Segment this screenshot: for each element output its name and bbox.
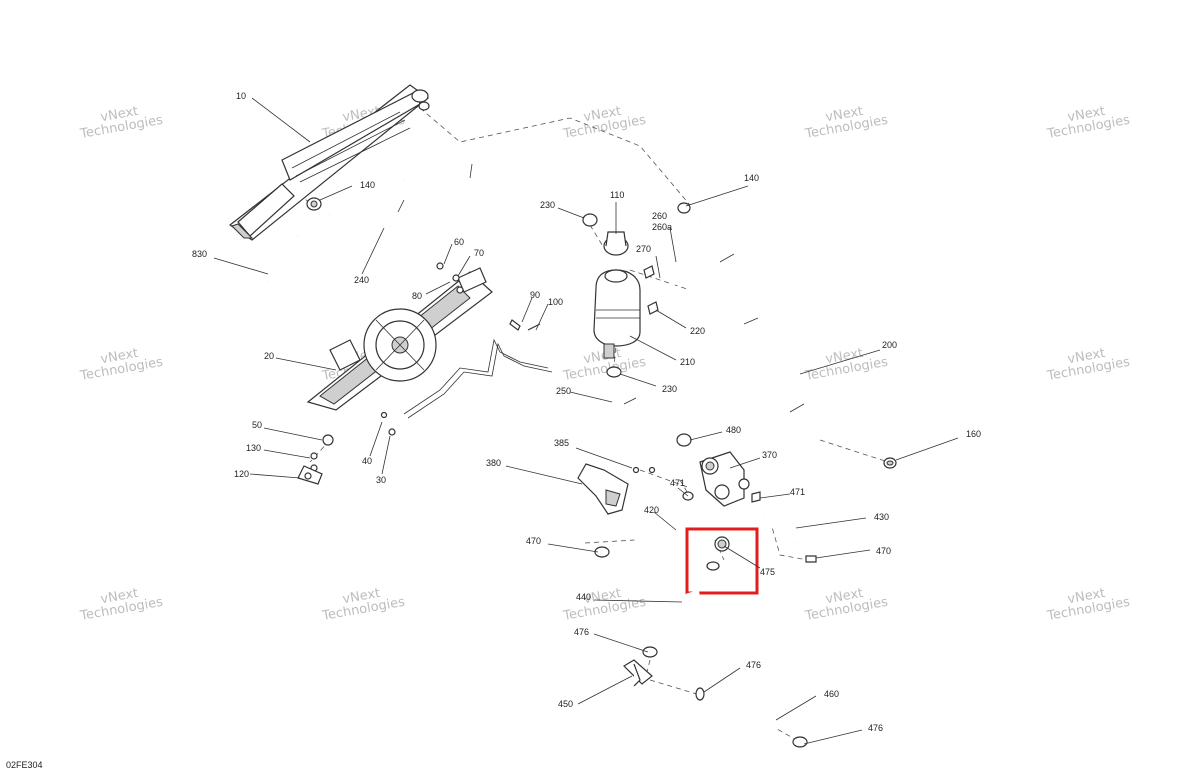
strap-260 [667,263,693,310]
clamp-160 [883,457,897,469]
callout-10: 10 [236,91,246,101]
watermark-text: vNext [1066,346,1106,367]
watermark-text: vNext [582,586,622,607]
callout-370: 370 [762,450,777,460]
callout-440: 440 [576,592,591,602]
callout-80: 80 [412,291,422,301]
callout-230-lower: 230 [662,384,677,394]
thermostat-housing [682,451,761,507]
callout-430: 430 [874,512,889,522]
watermark-text: vNext [824,346,864,367]
bracket-120 [297,465,323,485]
callout-460: 460 [824,689,839,699]
callout-450: 450 [558,699,573,709]
callout-240: 240 [354,275,369,285]
callout-830: 830 [192,249,207,259]
hose-200 [693,219,821,445]
callout-90: 90 [530,290,540,300]
callout-50: 50 [252,420,262,430]
watermark-text: vNext [582,104,622,125]
callout-476-low: 476 [868,723,883,733]
callout-40: 40 [362,456,372,466]
hose-430 [761,509,817,563]
watermark-layer: vNext Technologies vNext Technologies vN… [78,104,1131,624]
watermark-text: vNext [1066,104,1106,125]
leader-lines [213,97,959,745]
hose-440 [642,590,702,658]
highlight-box-475 [685,527,759,595]
callout-60: 60 [454,237,464,247]
callout-140: 140 [360,180,375,190]
coolant-reservoir [582,213,659,359]
watermark-text: vNext [99,586,139,607]
callout-470-right: 470 [876,546,891,556]
hose-clamp-140 [306,197,322,211]
callout-140-right: 140 [744,173,759,183]
callout-20: 20 [264,351,274,361]
hose-420 [594,520,695,558]
hose-240 [324,159,593,232]
callout-471: 471 [670,478,685,488]
callout-385: 385 [554,438,569,448]
callout-120: 120 [234,469,249,479]
hose-460 [724,699,808,748]
callout-250: 250 [556,386,571,396]
callout-471-right: 471 [790,487,805,497]
callout-110: 110 [610,190,624,200]
part-475 [697,536,730,597]
callout-420: 420 [644,505,659,515]
callout-160: 160 [966,429,981,439]
callout-220: 220 [690,326,705,336]
bracket-380 [577,463,656,515]
radiator [228,84,430,241]
diagram-code: 02FE304 [6,760,43,770]
callout-270: 270 [636,244,651,254]
callout-380: 380 [486,458,501,468]
watermark-text: vNext [99,346,139,367]
fitting-450 [623,659,705,701]
callout-260a: 260a [652,222,672,232]
callout-labels: 10 140 830 240 60 70 80 90 100 20 50 130… [192,91,981,733]
watermark-text: vNext [99,104,139,125]
callout-260: 260 [652,211,667,221]
watermark-text: vNext [341,586,381,607]
callout-210: 210 [680,357,695,367]
watermark-text: vNext [824,586,864,607]
watermark-text: vNext [824,104,864,125]
fan-wire [403,338,553,419]
callout-476: 476 [574,627,589,637]
callout-475: 475 [760,567,775,577]
callout-70: 70 [474,248,484,258]
hose-250 [604,366,692,447]
callout-230: 230 [540,200,555,210]
callout-480: 480 [726,425,741,435]
callout-130: 130 [246,443,261,453]
callout-30: 30 [376,475,386,485]
tube-830 [265,234,301,284]
callout-100: 100 [548,297,563,307]
clamp-140-right [677,202,691,214]
tube-upper [400,130,436,182]
fan-assembly [306,267,493,411]
callout-470: 470 [526,536,541,546]
watermark-text: vNext [1066,586,1106,607]
callout-200: 200 [882,340,897,350]
callout-476-mid: 476 [746,660,761,670]
